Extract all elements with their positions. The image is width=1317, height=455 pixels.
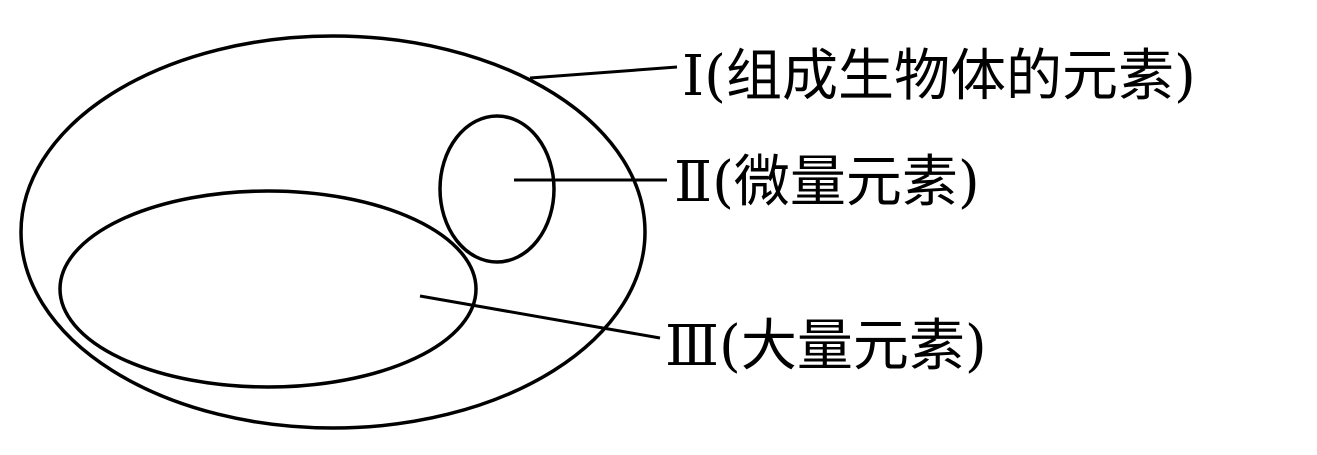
leader-line-set-3: [419, 294, 661, 340]
macro-elements-ellipse: [58, 189, 478, 389]
trace-elements-ellipse: [438, 114, 556, 264]
label-set-3: Ⅲ(大量元素): [665, 314, 987, 379]
label-set-2: Ⅱ(微量元素): [674, 150, 980, 215]
label-set-1: Ⅰ(组成生物体的元素): [682, 44, 1196, 109]
leader-line-set-1: [529, 65, 678, 80]
outer-set-ellipse: [19, 34, 647, 430]
